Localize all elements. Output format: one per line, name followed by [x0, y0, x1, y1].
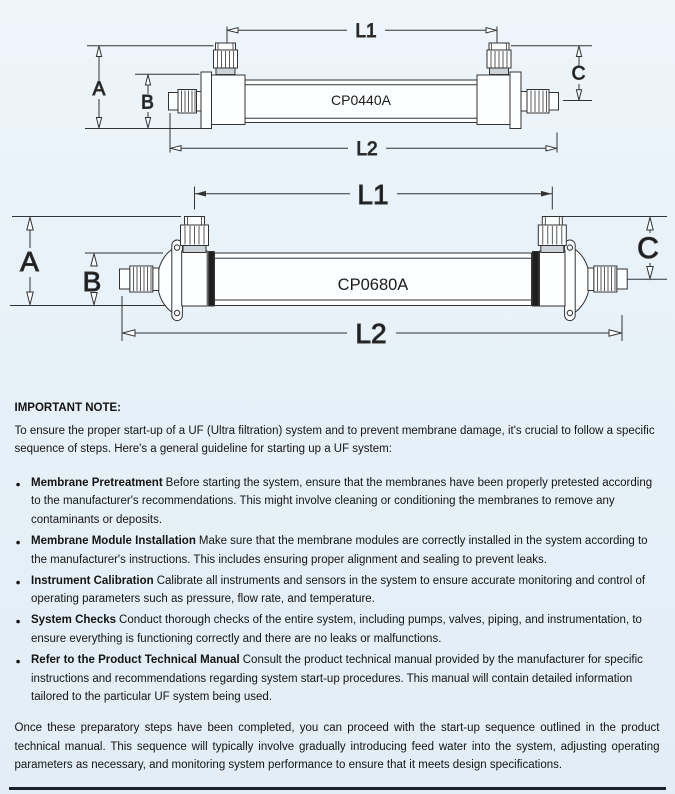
feed-fitting-right-large — [587, 265, 628, 293]
mounting-ear-left — [171, 239, 183, 322]
top-port-right-large — [537, 216, 567, 253]
feed-fitting-left-large — [119, 265, 160, 293]
flange-right-small — [509, 71, 522, 129]
end-cap-right-small — [476, 74, 511, 125]
model-label-large: CP0680A — [338, 276, 409, 294]
bullet-title: System Checks — [31, 614, 117, 627]
feed-fitting-left-small — [168, 89, 197, 114]
dim-a-small-label: A — [93, 79, 106, 100]
bullet-text: Make sure that the membrane modules are … — [31, 535, 648, 566]
end-cap-left-large — [181, 250, 208, 307]
clamp-band-left — [208, 251, 215, 307]
dim-l1-large-label: L1 — [357, 179, 388, 210]
important-note-section: IMPORTANT NOTE: To ensure the proper sta… — [15, 399, 660, 775]
note-heading: IMPORTANT NOTE: — [14, 402, 121, 414]
tube-small — [244, 79, 478, 123]
top-port-left-large — [180, 216, 209, 253]
dim-b-large-label: B — [83, 266, 102, 297]
dim-b-small: B — [141, 74, 154, 129]
note-closing: Once these preparatory steps have been c… — [14, 721, 660, 772]
top-port-left-small — [213, 42, 238, 75]
bullet-text: Consult the product technical manual pro… — [31, 654, 643, 704]
flange-left-small — [200, 71, 212, 129]
dim-l2-large: L2 — [121, 296, 623, 350]
end-cap-right-large — [539, 250, 566, 307]
bullet-title: Instrument Calibration — [31, 574, 154, 587]
reference-lines-small — [85, 45, 592, 129]
feed-fitting-right-small — [526, 89, 559, 114]
model-label-small: CP0440A — [331, 92, 392, 108]
bullet-text: Calibrate all instruments and sensors in… — [31, 574, 646, 606]
note-intro: To ensure the proper start-up of a UF (U… — [14, 424, 655, 456]
reference-lines-large — [10, 216, 667, 306]
bullet-text: Conduct thorough checks of the entire sy… — [31, 614, 642, 646]
dim-a-large-label: A — [20, 246, 39, 277]
bullet-icon: ● — [15, 537, 21, 548]
dim-c-small: C — [571, 45, 586, 101]
dim-l1-small: L1 — [226, 21, 498, 45]
membrane-module-drawings: A B C L1 — [10, 21, 667, 350]
small-module-diagram: A B C L1 — [85, 21, 592, 161]
bullet-title: Membrane Pretreatment — [31, 476, 163, 489]
bottom-divider — [9, 787, 666, 790]
bullet-icon: ● — [15, 478, 21, 489]
end-cap-left-small — [211, 74, 246, 125]
bullet-title: Membrane Module Installation — [31, 535, 196, 548]
dim-a-large: A — [20, 217, 40, 305]
small-module-body: CP0440A — [168, 42, 559, 129]
dim-b-small-label: B — [141, 93, 154, 114]
bullet-icon: ● — [15, 576, 21, 587]
bullet-text: Before starting the system, ensure that … — [31, 476, 653, 526]
dim-b-large: B — [82, 253, 102, 307]
top-port-right-small — [486, 42, 512, 75]
bullet-icon: ● — [15, 656, 21, 667]
bullet-title: Refer to the Product Technical Manual — [31, 654, 240, 667]
mounting-ear-right — [564, 239, 576, 322]
clamp-band-right — [532, 251, 539, 307]
dim-c-small-label: C — [572, 64, 586, 85]
dim-l2-small: L2 — [169, 113, 558, 161]
bullet-icon: ● — [15, 616, 21, 627]
dim-c-large-label: C — [637, 232, 659, 265]
dim-l2-large-label: L2 — [355, 318, 386, 349]
dim-l1-large: L1 — [194, 179, 553, 211]
dim-l2-small-label: L2 — [356, 139, 377, 160]
dim-a-small: A — [92, 45, 106, 129]
dim-l1-small-label: L1 — [355, 21, 376, 42]
dim-c-large: C — [637, 217, 659, 281]
large-module-diagram: A B C L1 — [10, 179, 667, 350]
large-module-body: CP0680A — [119, 216, 628, 322]
